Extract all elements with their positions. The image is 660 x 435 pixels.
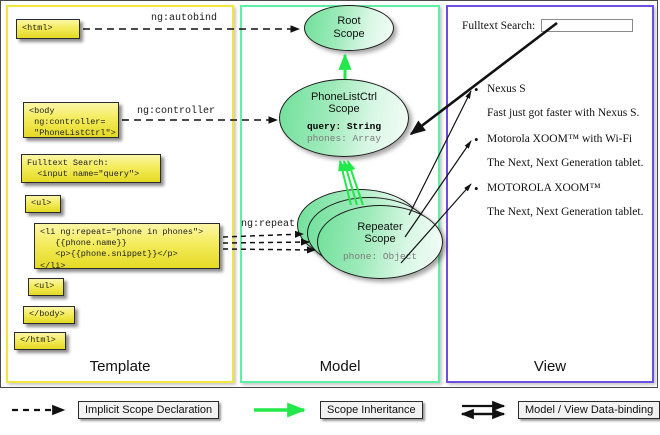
legend-item-implicit-scope-declaration: Implicit Scope Declaration [10,400,220,420]
code-box-body-close: </body> [23,306,75,324]
column-view: View Fulltext Search: Nexus S Fast just … [446,5,654,383]
arrow-scope-inheritance-repeater-3 [347,159,364,206]
phonelistctrl-title-line1: PhoneListCtrl [310,90,378,103]
repeater-title-line1: Repeater [357,220,403,233]
arrow-ng-repeat-3 [222,246,316,254]
legend-label-implicit-scope-declaration: Implicit Scope Declaration [78,401,220,419]
legend-item-model-view-data-binding: Model / View Data-binding [460,400,660,420]
view-content: Fulltext Search: Nexus S Fast just got f… [448,7,652,381]
view-search-row: Fulltext Search: [462,19,634,32]
view-search-label: Fulltext Search: [462,19,536,32]
root-scope-ellipse: Root Scope [304,5,394,51]
phonelistctrl-scope-title: PhoneListCtrl Scope [311,91,377,116]
phonelistctrl-scope-properties: query: String phones: Array [307,121,381,146]
root-scope-title-line1: Root [337,15,361,28]
repeater-scope-properties: phone: Object [343,251,417,263]
phonelistctrl-title-line2: Scope [328,103,360,116]
repeater-title-line2: Scope [364,233,396,246]
double-arrow-icon [460,400,512,420]
code-box-html-close: </html> [14,332,66,350]
root-scope-title: Root Scope [333,15,364,40]
green-arrow-icon [252,400,314,420]
phone-name: Nexus S [474,80,654,100]
arrow-databinding-phone-3 [400,183,472,264]
arrow-ng-repeat-2 [222,238,310,246]
legend-label-model-view-data-binding: Model / View Data-binding [518,401,660,419]
scope-property-phone: phone: Object [342,250,418,262]
diagram-frame: Template Model View Fulltext Search: Nex… [0,0,658,388]
legend: Implicit Scope Declaration Scope Inherit… [0,392,660,434]
code-box-body-open: <body ng:controller= "PhoneListCtrl"> [23,102,119,138]
arrow-databinding-phone-1 [408,90,472,216]
arrow-scope-inheritance-repeater-2 [342,159,358,206]
column-model: Model [240,5,440,383]
repeater-scope-title: Repeater Scope [357,221,402,246]
arrow-ng-repeat-1 [222,230,304,238]
root-scope-title-line2: Scope [333,28,365,40]
code-box-li-repeat: <li ng:repeat="phone in phones"> {{phone… [34,223,220,271]
connector-layer [83,21,558,264]
list-item: Nexus S Fast just got faster with Nexus … [474,80,654,123]
legend-item-scope-inheritance: Scope Inheritance [252,400,423,420]
arrow-scope-inheritance-repeater-1 [338,159,352,206]
column-label-view: View [533,358,567,375]
code-box-ul-close: <ul> [28,278,64,296]
column-label-template: Template [89,358,151,375]
view-phone-list: Nexus S Fast just got faster with Nexus … [474,80,654,230]
scope-property-phones: phones: Array [306,133,382,145]
scope-property-query: query: String [306,120,382,132]
code-box-fulltext-search: Fulltext Search: <input name="query"> [21,154,161,183]
column-label-model: Model [319,358,361,375]
phone-name: Motorola XOOM™ with Wi-Fi [474,129,654,149]
view-search-input[interactable] [541,19,634,32]
phone-name: MOTOROLA XOOM™ [474,179,654,199]
arrow-databinding-query [409,21,558,136]
legend-label-scope-inheritance: Scope Inheritance [320,401,423,419]
code-box-ul-open: <ul> [25,195,61,213]
connector-label-repeat: ng:repeat [241,219,296,230]
phone-snippet: Fast just got faster with Nexus S. [487,107,640,120]
phone-snippet: The Next, Next Generation tablet. [487,156,644,169]
connector-label-controller: ng:controller [137,106,216,117]
code-box-html-open: <html> [16,19,80,39]
dashed-arrow-icon [10,400,72,420]
phonelistctrl-scope-ellipse: PhoneListCtrl Scope query: String phones… [279,79,409,157]
connector-label-autobind: ng:autobind [151,13,218,24]
list-item: Motorola XOOM™ with Wi-Fi The Next, Next… [474,129,654,173]
list-item: MOTOROLA XOOM™ The Next, Next Generation… [474,179,654,222]
arrow-databinding-phone-2 [404,140,472,238]
repeater-scope-ellipse: Repeater Scope phone: Object [317,205,443,279]
phone-snippet: The Next, Next Generation tablet. [487,206,644,219]
